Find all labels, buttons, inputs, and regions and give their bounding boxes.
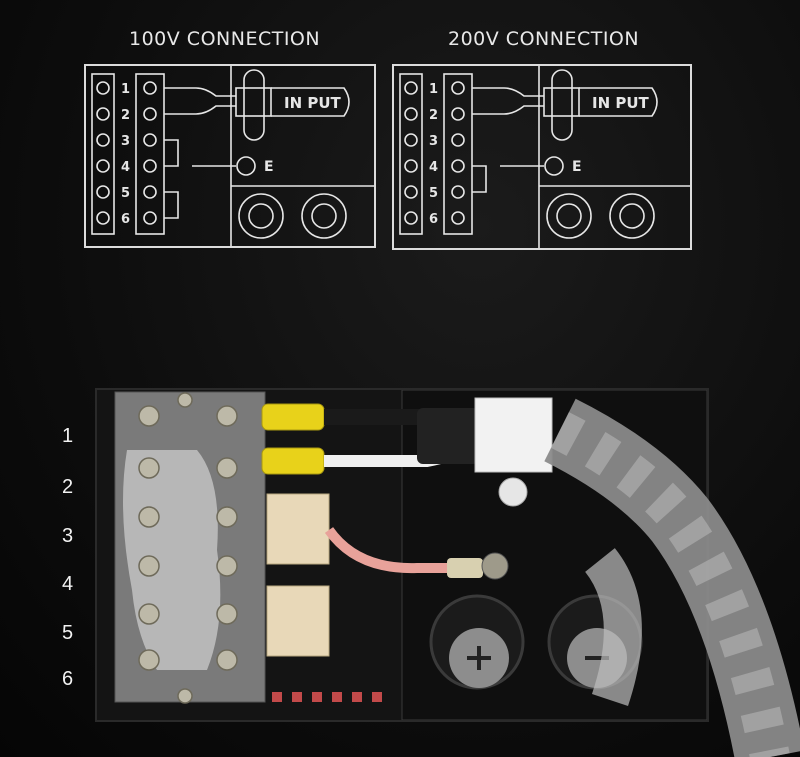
wiring-diagram-200v: IN PUT E 1 2 3 4 5 6: [392, 64, 692, 250]
terminal-number-4: 4: [62, 573, 74, 595]
terminal-number-1: 1: [62, 425, 74, 447]
terminal-number-5: 5: [62, 622, 74, 644]
diagram-200v-terminal-number: 6: [429, 212, 438, 227]
diagram-100v-terminal-number: 6: [121, 212, 130, 227]
diagram-title-200v: 200V CONNECTION: [448, 28, 640, 50]
terminal-number-2: 2: [62, 476, 74, 498]
diagram-200v-terminal-number: 1: [429, 82, 438, 97]
terminal-number-3: 3: [62, 525, 74, 547]
diagram-title-100v: 100V CONNECTION: [129, 28, 321, 50]
diagram-100v-terminal-number: 5: [121, 186, 130, 201]
diagram-100v-terminal-number: 3: [121, 134, 130, 149]
diagram-200v-input-label: IN PUT: [592, 94, 650, 112]
diagram-100v-terminal-number: 2: [121, 108, 130, 123]
diagram-200v-terminal-number: 2: [429, 108, 438, 123]
diagram-200v-terminal-number: 5: [429, 186, 438, 201]
diagram-200v-terminal-number: 4: [429, 160, 438, 175]
diagram-200v-drawing: IN PUT E 1 2 3 4 5 6: [399, 66, 690, 248]
wiring-diagram-100v: IN PUT E 1 2 3 4 5 6: [84, 64, 376, 248]
diagram-100v-terminal-number: 1: [121, 82, 130, 97]
terminal-number-6: 6: [62, 668, 74, 690]
diagram-100v-input-label: IN PUT: [284, 94, 342, 112]
diagram-200v-terminal-number: 3: [429, 134, 438, 149]
diagram-200v-earth-label: E: [572, 159, 582, 175]
diagram-100v-drawing: IN PUT E 1 2 3 4 5 6: [91, 66, 374, 246]
terminal-area-drawing: [114, 389, 708, 721]
diagram-100v-terminal-number: 4: [121, 160, 130, 175]
diagram-100v-earth-label: E: [264, 159, 274, 175]
